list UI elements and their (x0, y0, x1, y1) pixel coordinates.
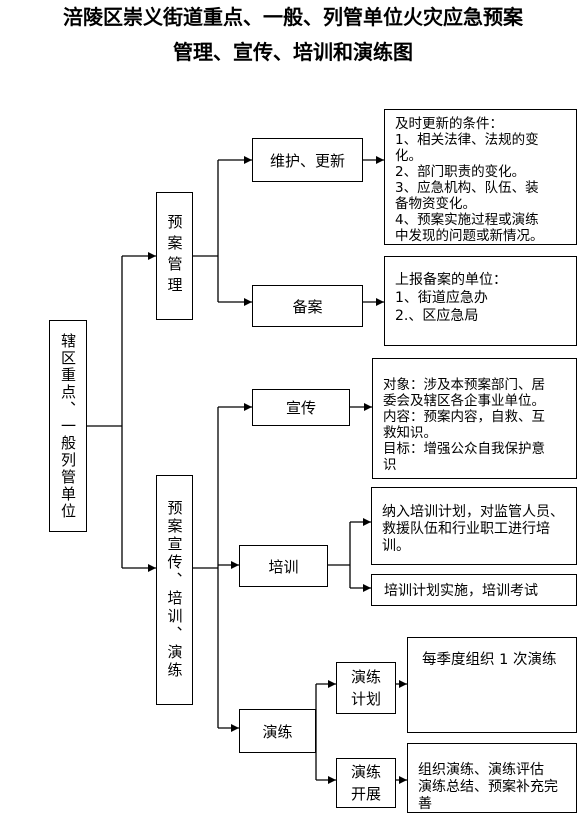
publicity-node: 宣传 (252, 389, 350, 426)
update-conditions-line: 4、预案实施过程或演练 (395, 212, 539, 228)
training-label: 培训 (268, 557, 299, 576)
drill-conduct-detail-line: 演练总结、预案补充完 (418, 779, 558, 795)
filing-label: 备案 (292, 297, 323, 316)
publicity-detail-line: 目标：增强公众自我保护意 (383, 441, 545, 457)
training-node: 培训 (239, 545, 328, 587)
publicity-detail-line: 识 (383, 457, 397, 473)
plan-management-label: 预案管理 (165, 214, 184, 298)
filing-units-line: 2.、区应急局 (395, 308, 479, 324)
update-conditions-line: 2、部门职责的变化。 (395, 164, 526, 180)
drill-conduct-detail-box: 组织演练、演练评估 演练总结、预案补充完 善 (407, 743, 577, 813)
update-conditions-box: 及时更新的条件： 1、相关法律、法规的变 化。 2、部门职责的变化。 3、应急机… (384, 109, 577, 245)
training-exec-text: 培训计划实施，培训考试 (384, 583, 538, 599)
maintain-update-label: 维护、更新 (269, 151, 345, 170)
update-conditions-line: 1、相关法律、法规的变 (395, 132, 539, 148)
update-conditions-line: 3、应急机构、队伍、装 (395, 180, 539, 196)
drill-conduct-node: 演练开展 (336, 758, 396, 808)
publicity-detail-box: 对象：涉及本预案部门、居 委会及辖区各企事业单位。 内容：预案内容，自救、互 救… (372, 358, 577, 479)
plan-management-node: 预案管理 (156, 192, 193, 320)
publicity-detail-line: 委会及辖区各企事业单位。 (383, 393, 545, 409)
drill-plan-node: 演练计划 (336, 662, 396, 714)
update-conditions-line: 及时更新的条件： (395, 116, 503, 132)
update-conditions-line: 化。 (395, 148, 422, 164)
plan-publicity-label: 预案宣传、培训、演练 (165, 500, 184, 680)
drill-label: 演练 (262, 722, 293, 741)
training-plan-line: 纳入培训计划，对监管人员、 (382, 504, 564, 520)
maintain-update-node: 维护、更新 (252, 138, 363, 182)
training-plan-line: 训。 (382, 538, 410, 554)
drill-conduct-detail-line: 善 (418, 796, 432, 812)
filing-node: 备案 (252, 285, 363, 327)
root-node: 辖区重点、一般列管单位 (49, 320, 87, 532)
publicity-detail-line: 对象：涉及本预案部门、居 (383, 377, 545, 393)
filing-units-line: 上报备案的单位： (395, 272, 507, 288)
drill-conduct-detail-line: 组织演练、演练评估 (418, 762, 544, 778)
title-line-2: 管理、宣传、培训和演练图 (173, 40, 413, 64)
publicity-detail-line: 救知识。 (383, 425, 437, 441)
drill-plan-label: 演练计划 (350, 668, 381, 708)
title-line-1: 涪陵区崇义街道重点、一般、列管单位火灾应急预案 (63, 5, 523, 29)
plan-publicity-node: 预案宣传、培训、演练 (156, 475, 193, 705)
filing-units-line: 1、街道应急办 (395, 290, 488, 306)
publicity-detail-line: 内容：预案内容，自救、互 (383, 409, 545, 425)
publicity-label: 宣传 (285, 399, 316, 417)
training-exec-box: 培训计划实施，培训考试 (371, 574, 577, 606)
root-node-label: 辖区重点、一般列管单位 (59, 332, 77, 520)
training-plan-box: 纳入培训计划，对监管人员、 救援队伍和行业职工进行培 训。 (371, 487, 577, 565)
drill-plan-detail-text: 每季度组织 1 次演练 (422, 652, 557, 668)
training-plan-line: 救援队伍和行业职工进行培 (382, 521, 550, 537)
update-conditions-line: 备物资变化。 (395, 196, 476, 212)
update-conditions-line: 中发现的问题或新情况。 (395, 228, 544, 244)
drill-plan-detail-box: 每季度组织 1 次演练 (407, 637, 577, 733)
drill-conduct-label: 演练开展 (350, 763, 381, 803)
drill-node: 演练 (239, 709, 316, 753)
filing-units-box: 上报备案的单位： 1、街道应急办 2.、区应急局 (384, 256, 577, 346)
